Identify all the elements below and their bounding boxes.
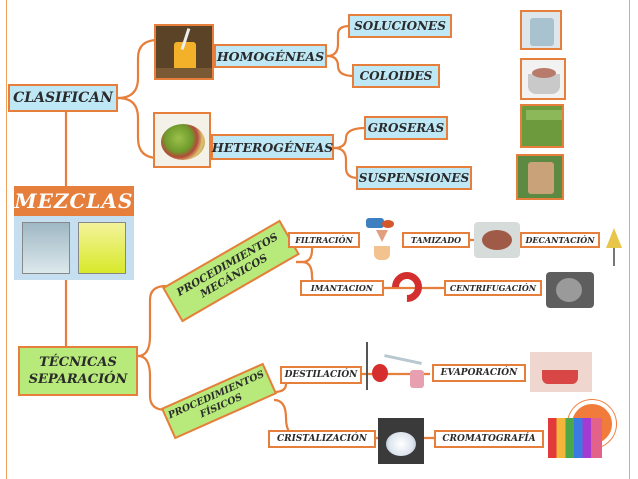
homogeneas-node: HOMOGÉNEAS	[214, 44, 327, 68]
funnel-liquid-image	[606, 228, 622, 248]
sieve-image	[474, 222, 520, 258]
filtracion-label: FILTRACIÓN	[295, 235, 353, 245]
homogeneous-mixture-photo	[154, 24, 214, 80]
centrifugacion-node: CENTRIFUGACIÓN	[444, 280, 542, 296]
homogeneas-label: HOMOGÉNEAS	[216, 48, 325, 64]
cromatografia-node: CROMATOGRAFÍA	[434, 430, 544, 448]
orange-juice-glass-image	[174, 42, 196, 76]
stand-rod-image	[366, 342, 368, 390]
distillation-apparatus-image	[364, 338, 428, 394]
receiver-image	[410, 370, 424, 388]
imantacion-node: IMANTACION	[300, 280, 384, 296]
evaporating-dish-image	[542, 370, 578, 384]
destilacion-node: DESTILACIÓN	[280, 366, 362, 384]
flask-image	[366, 218, 384, 228]
clasifican-node: CLASIFICAN	[8, 84, 118, 112]
tecnicas-line1: TÉCNICAS	[39, 355, 117, 370]
soluciones-label: SOLUCIONES	[354, 19, 446, 33]
filtracion-node: FILTRACIÓN	[288, 232, 360, 248]
evaporation-image	[530, 352, 592, 392]
coarse-mixture-photo	[520, 104, 564, 148]
table-image	[156, 68, 212, 78]
evaporacion-label: EVAPORACIÓN	[440, 368, 518, 378]
crystallization-image	[378, 418, 424, 464]
glass-jar-image	[530, 18, 554, 46]
yellow-liquid-image	[78, 222, 126, 274]
pot-image	[528, 74, 560, 94]
evaporacion-node: EVAPORACIÓN	[432, 364, 526, 382]
cromatografia-label: CROMATOGRAFÍA	[442, 434, 536, 444]
horseshoe-magnet-icon	[386, 265, 429, 308]
water-glass-image	[22, 222, 70, 274]
tecnicas-separacion-node: TÉCNICAS SEPARACIÓN	[18, 346, 138, 396]
condenser-image	[384, 354, 422, 365]
boiling-flask-image	[372, 364, 388, 382]
salad-bowl-image	[161, 124, 205, 160]
separatory-funnel-image	[600, 224, 628, 268]
funnel-image	[376, 230, 388, 242]
soluciones-node: SOLUCIONES	[348, 14, 452, 38]
funnel-stem-image	[613, 248, 615, 266]
decantacion-label: DECANTACIÓN	[525, 235, 595, 245]
suspensiones-node: SUSPENSIONES	[356, 166, 472, 190]
right-frame-line	[629, 0, 630, 479]
crystals-image	[386, 432, 416, 456]
centrifugacion-label: CENTRIFUGACIÓN	[449, 283, 537, 293]
cristalizacion-label: CRISTALIZACIÓN	[276, 434, 368, 444]
tamizado-label: TAMIZADO	[410, 235, 462, 245]
imantacion-label: IMANTACION	[310, 283, 374, 293]
suspensiones-label: SUSPENSIONES	[358, 171, 470, 185]
coloides-label: COLOIDES	[359, 69, 433, 83]
colloid-pot-photo	[520, 58, 566, 100]
chromatography-strips-image	[548, 418, 602, 458]
cristalizacion-node: CRISTALIZACIÓN	[268, 430, 376, 448]
mezclas-label: MEZCLAS	[14, 189, 134, 213]
sieve-content-image	[482, 230, 512, 250]
liquid-image	[382, 220, 394, 228]
decantacion-node: DECANTACIÓN	[520, 232, 600, 248]
pot-content-image	[532, 68, 556, 78]
heterogeneas-node: HETEROGÉNEAS	[211, 134, 334, 160]
mezclas-banner: MEZCLAS	[14, 186, 134, 216]
mezclas-photos-panel	[14, 216, 134, 280]
suspension-jar-image	[528, 162, 554, 194]
beaker-image	[374, 246, 390, 260]
clasifican-label: CLASIFICAN	[13, 90, 113, 106]
groseras-node: GROSERAS	[364, 116, 448, 140]
magnet-image	[386, 264, 430, 308]
heterogeneous-mixture-photo	[153, 112, 211, 168]
groseras-label: GROSERAS	[367, 121, 445, 135]
heterogeneas-label: HETEROGÉNEAS	[211, 139, 334, 155]
coloides-node: COLOIDES	[352, 64, 440, 88]
solution-jar-photo	[520, 10, 562, 50]
tecnicas-line2: SEPARACIÓN	[28, 372, 128, 387]
suspension-photo	[516, 154, 564, 200]
book-cover-image	[526, 110, 562, 120]
rotor-image	[556, 278, 582, 302]
tamizado-node: TAMIZADO	[402, 232, 470, 248]
destilacion-label: DESTILACIÓN	[284, 370, 358, 380]
centrifuge-image	[546, 272, 594, 308]
left-frame-line	[6, 0, 7, 479]
filtration-apparatus-image	[362, 216, 402, 262]
